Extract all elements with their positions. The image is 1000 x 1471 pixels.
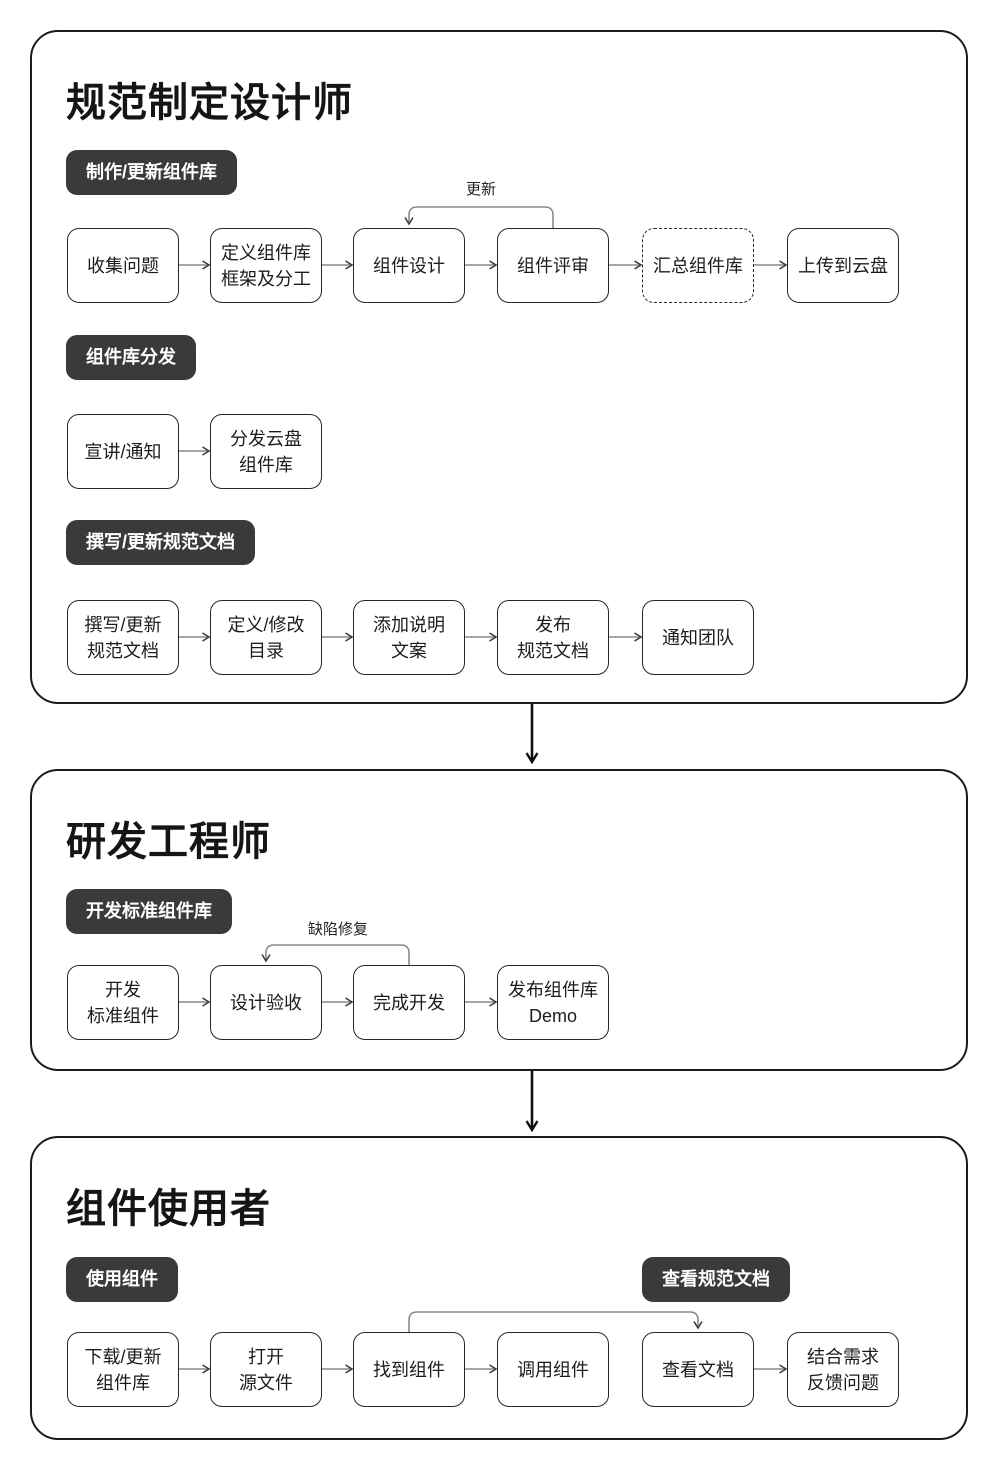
node-label-line: Demo: [528, 1005, 577, 1026]
panel-connector-arrow: [525, 704, 539, 765]
node-label-line: 上传到云盘: [798, 255, 888, 276]
flow-node: 找到组件: [353, 1332, 465, 1407]
panel-connector-arrow: [525, 1071, 539, 1133]
flow-badge: 撰写/更新规范文档: [66, 520, 256, 565]
flow-node: 发布组件库 Demo: [497, 965, 609, 1040]
panel-title: 研发工程师: [66, 820, 271, 864]
node-label-line: 收集问题: [87, 255, 159, 276]
node-label-line: 反馈问题: [807, 1372, 879, 1393]
node-label-line: 定义组件库: [221, 242, 311, 263]
node-label-line: 发布: [535, 614, 571, 635]
node-label-line: 添加说明: [373, 614, 445, 635]
flow-node: 定义/修改目录: [210, 600, 322, 675]
node-label-line: 规范文档: [517, 640, 589, 661]
flow-node: 组件设计: [353, 228, 465, 303]
flow-node: 通知团队: [642, 600, 754, 675]
node-label-line: 宣讲/通知: [84, 441, 162, 462]
loop-arrow: [261, 944, 410, 965]
node-label-line: 发布组件库: [508, 979, 598, 1000]
flow-badge: 查看规范文档: [642, 1257, 790, 1302]
flow-node: 添加说明文案: [353, 600, 465, 675]
flow-node: 宣讲/通知: [67, 414, 179, 489]
flow-node: 设计验收: [210, 965, 322, 1040]
node-label-line: 找到组件: [373, 1359, 445, 1380]
node-label-line: 组件设计: [373, 255, 445, 276]
flow-node: 查看文档: [642, 1332, 754, 1407]
flow-node: 分发云盘组件库: [210, 414, 322, 489]
panel-component-user: 组件使用者 使用组件 查看规范文档 下载/更新组件库 打开源文件 找到组件 调用…: [30, 1136, 968, 1440]
node-label-line: 分发云盘: [230, 428, 302, 449]
panel-spec-designer: 规范制定设计师 制作/更新组件库 更新 收集问题 定义组件库框架及分工 组件设计…: [30, 30, 968, 704]
node-label-line: 定义/修改: [227, 614, 305, 635]
panel-dev-engineer: 研发工程师 开发标准组件库 缺陷修复 开发标准组件 设计验收 完成开发 发布组件…: [30, 769, 968, 1071]
skip-arrow: [408, 1311, 703, 1332]
node-label-line: 通知团队: [662, 627, 734, 648]
flow-node: 定义组件库框架及分工: [210, 228, 322, 303]
flow-node: 结合需求反馈问题: [787, 1332, 899, 1407]
flow-node: 打开源文件: [210, 1332, 322, 1407]
node-label-line: 打开: [248, 1346, 284, 1367]
node-label-line: 查看文档: [662, 1359, 734, 1380]
node-label-line: 文案: [391, 640, 427, 661]
flow-node: 上传到云盘: [787, 228, 899, 303]
node-label-line: 组件库: [239, 454, 293, 475]
node-label-line: 结合需求: [807, 1346, 879, 1367]
node-label-line: 汇总组件库: [653, 255, 743, 276]
flow-node-dashed: 汇总组件库: [642, 228, 754, 303]
panel-title: 组件使用者: [66, 1187, 271, 1231]
flow-node: 撰写/更新规范文档: [67, 600, 179, 675]
node-label-line: 撰写/更新: [84, 614, 162, 635]
node-label-line: 目录: [248, 640, 284, 661]
flow-node: 下载/更新组件库: [67, 1332, 179, 1407]
flow-node: 发布规范文档: [497, 600, 609, 675]
panel-title: 规范制定设计师: [66, 81, 353, 125]
flow-badge: 制作/更新组件库: [66, 150, 238, 195]
flow-badge: 组件库分发: [66, 335, 196, 380]
node-label-line: 设计验收: [230, 992, 302, 1013]
loop-label: 缺陷修复: [307, 921, 369, 938]
node-label-line: 源文件: [239, 1372, 293, 1393]
flow-badge: 开发标准组件库: [66, 889, 232, 934]
node-label-line: 规范文档: [87, 640, 159, 661]
node-label-line: 组件库: [96, 1372, 150, 1393]
node-label-line: 标准组件: [87, 1005, 159, 1026]
flow-node: 开发标准组件: [67, 965, 179, 1040]
node-label-line: 完成开发: [373, 992, 445, 1013]
node-label-line: 开发: [105, 979, 141, 1000]
flow-node: 完成开发: [353, 965, 465, 1040]
node-label-line: 调用组件: [517, 1359, 589, 1380]
node-label-line: 下载/更新: [84, 1346, 162, 1367]
node-label-line: 组件评审: [517, 255, 589, 276]
flow-node: 组件评审: [497, 228, 609, 303]
flow-node: 收集问题: [67, 228, 179, 303]
flow-badge: 使用组件: [66, 1257, 178, 1302]
node-label-line: 框架及分工: [221, 268, 311, 289]
flow-node: 调用组件: [497, 1332, 609, 1407]
loop-arrow: [404, 206, 554, 228]
loop-label: 更新: [465, 181, 497, 198]
